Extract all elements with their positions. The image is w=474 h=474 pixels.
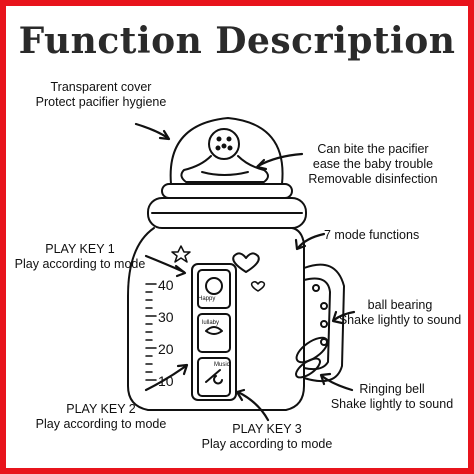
scale-mark-30: 30 (158, 309, 174, 325)
collar-base (147, 197, 307, 229)
page-title: Function Description (18, 20, 456, 62)
monkey-icon (205, 277, 223, 295)
transparent-cover-icon (169, 117, 284, 185)
pacifier-icon (180, 128, 269, 183)
sheep-icon (205, 326, 223, 335)
star-icon (171, 245, 191, 263)
scale-mark-10: 10 (158, 373, 174, 389)
scale-mark-20: 20 (158, 341, 174, 357)
handle-icon (303, 263, 345, 382)
play-key-1-button (197, 269, 231, 309)
play-key-3-button (197, 357, 231, 397)
collar-ring (161, 183, 293, 199)
modes-annotation: 7 mode functions (324, 228, 420, 242)
callout-arrows (134, 122, 356, 422)
heart-icon (232, 252, 260, 273)
bell-ring-icon (295, 336, 329, 364)
button-label-lullaby: lullaby (202, 320, 220, 326)
play-key-2-button (197, 313, 231, 353)
button-panel (191, 263, 237, 401)
bottle-illustration (127, 117, 356, 422)
button-label-happy: Happy (198, 296, 216, 302)
bottle-body (127, 227, 305, 411)
guitar-icon (205, 369, 223, 385)
scale-mark-40: 40 (158, 277, 174, 293)
button-label-music: Music (214, 362, 230, 368)
scale-ticks (145, 283, 157, 381)
